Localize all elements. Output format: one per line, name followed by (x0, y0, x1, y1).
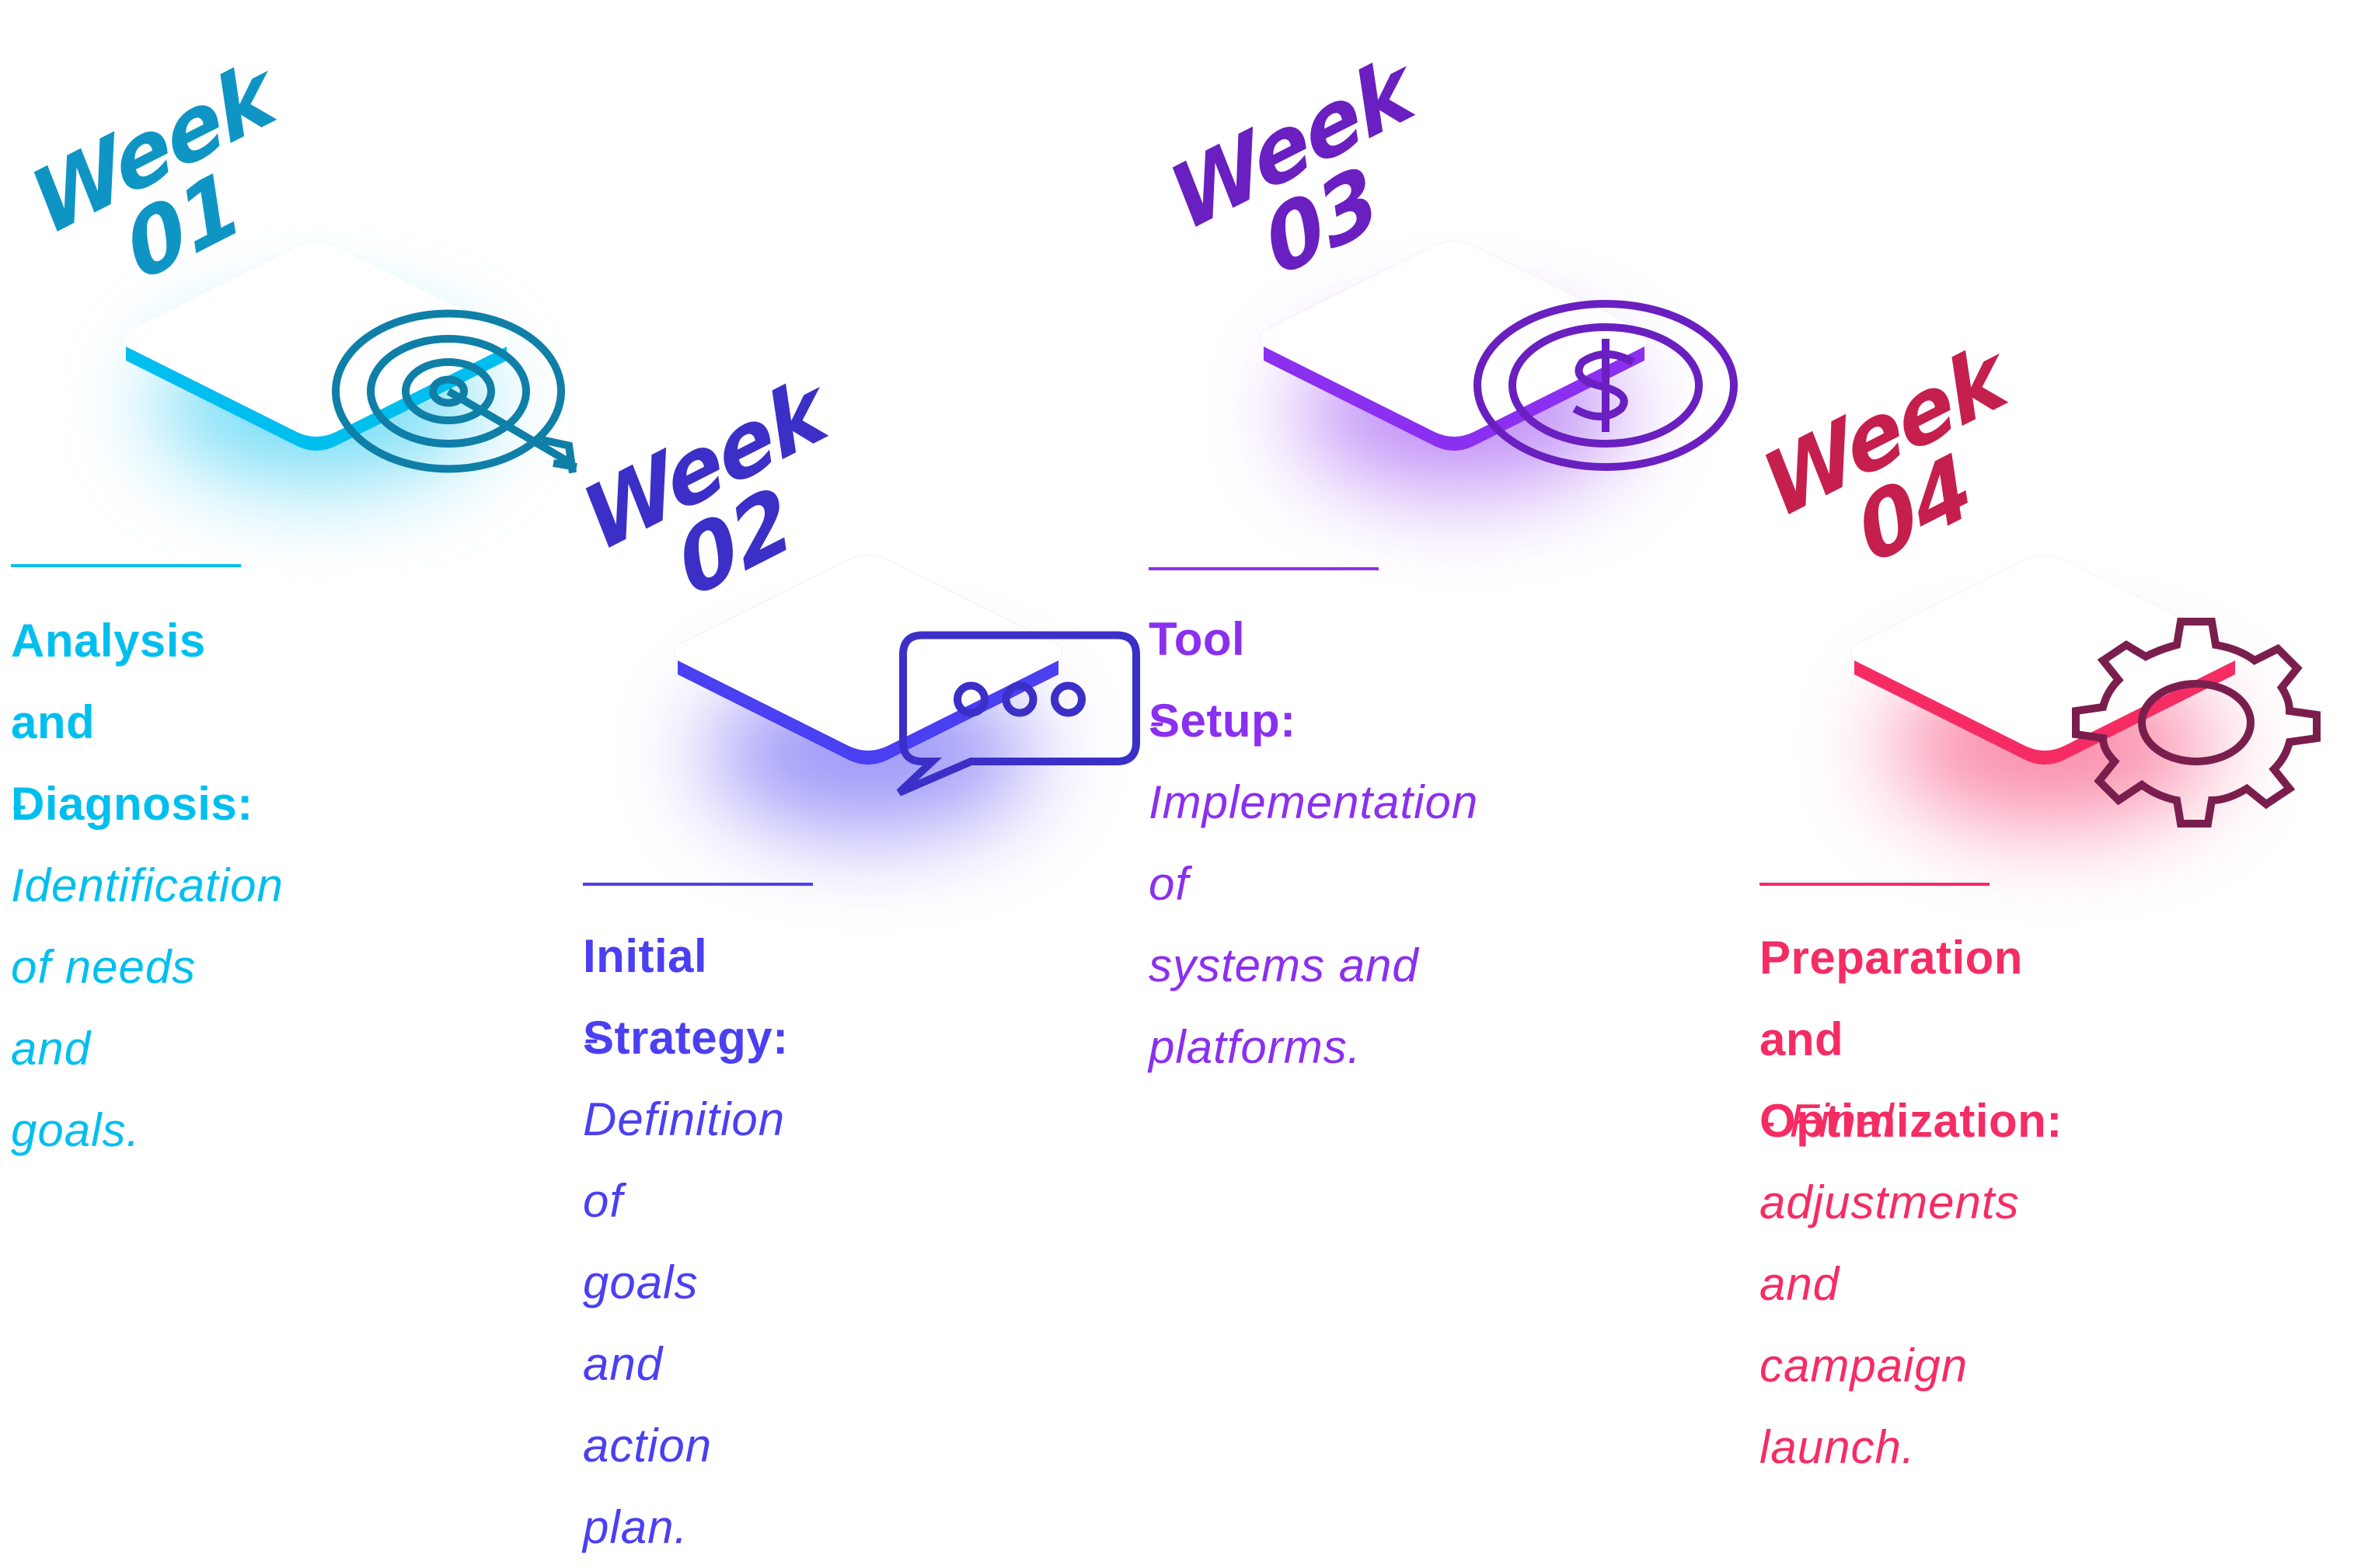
step-description: - Implementation of systems and platform… (1149, 695, 1479, 1073)
step-heading: Tool Setup: (1149, 613, 1296, 747)
platform-tile (110, 230, 577, 474)
dollar-coin-icon (1400, 288, 1738, 471)
platform-tile (662, 544, 1140, 796)
platform-tile-shape (122, 241, 511, 451)
step-description: - Identification of needs and goals. (11, 778, 284, 1156)
platform-tile (1248, 230, 1738, 471)
platform-tile (1839, 544, 2321, 828)
timeline-diagram: { "steps": [ { "week_word": "Week", "wee… (11, 37, 2321, 1553)
step-description: - Final adjustments and campaign launch. (1759, 1095, 2020, 1473)
gear-icon (1990, 606, 2321, 828)
chat-bubble-icon (814, 606, 1140, 796)
step-description: -Definition of goals and action plan. (583, 1012, 786, 1553)
platform-tile-shape (1260, 241, 1648, 451)
step-heading: Preparation and Optimization: (1759, 932, 2063, 1147)
divider-rule (1149, 567, 1379, 570)
divider-rule (1759, 883, 1990, 886)
step-heading: Initial Strategy: (583, 930, 789, 1064)
step-heading: Analysis and Diagnosis: (11, 615, 253, 830)
divider-rule (583, 883, 813, 886)
target-icon (258, 284, 577, 474)
divider-rule (11, 564, 241, 567)
